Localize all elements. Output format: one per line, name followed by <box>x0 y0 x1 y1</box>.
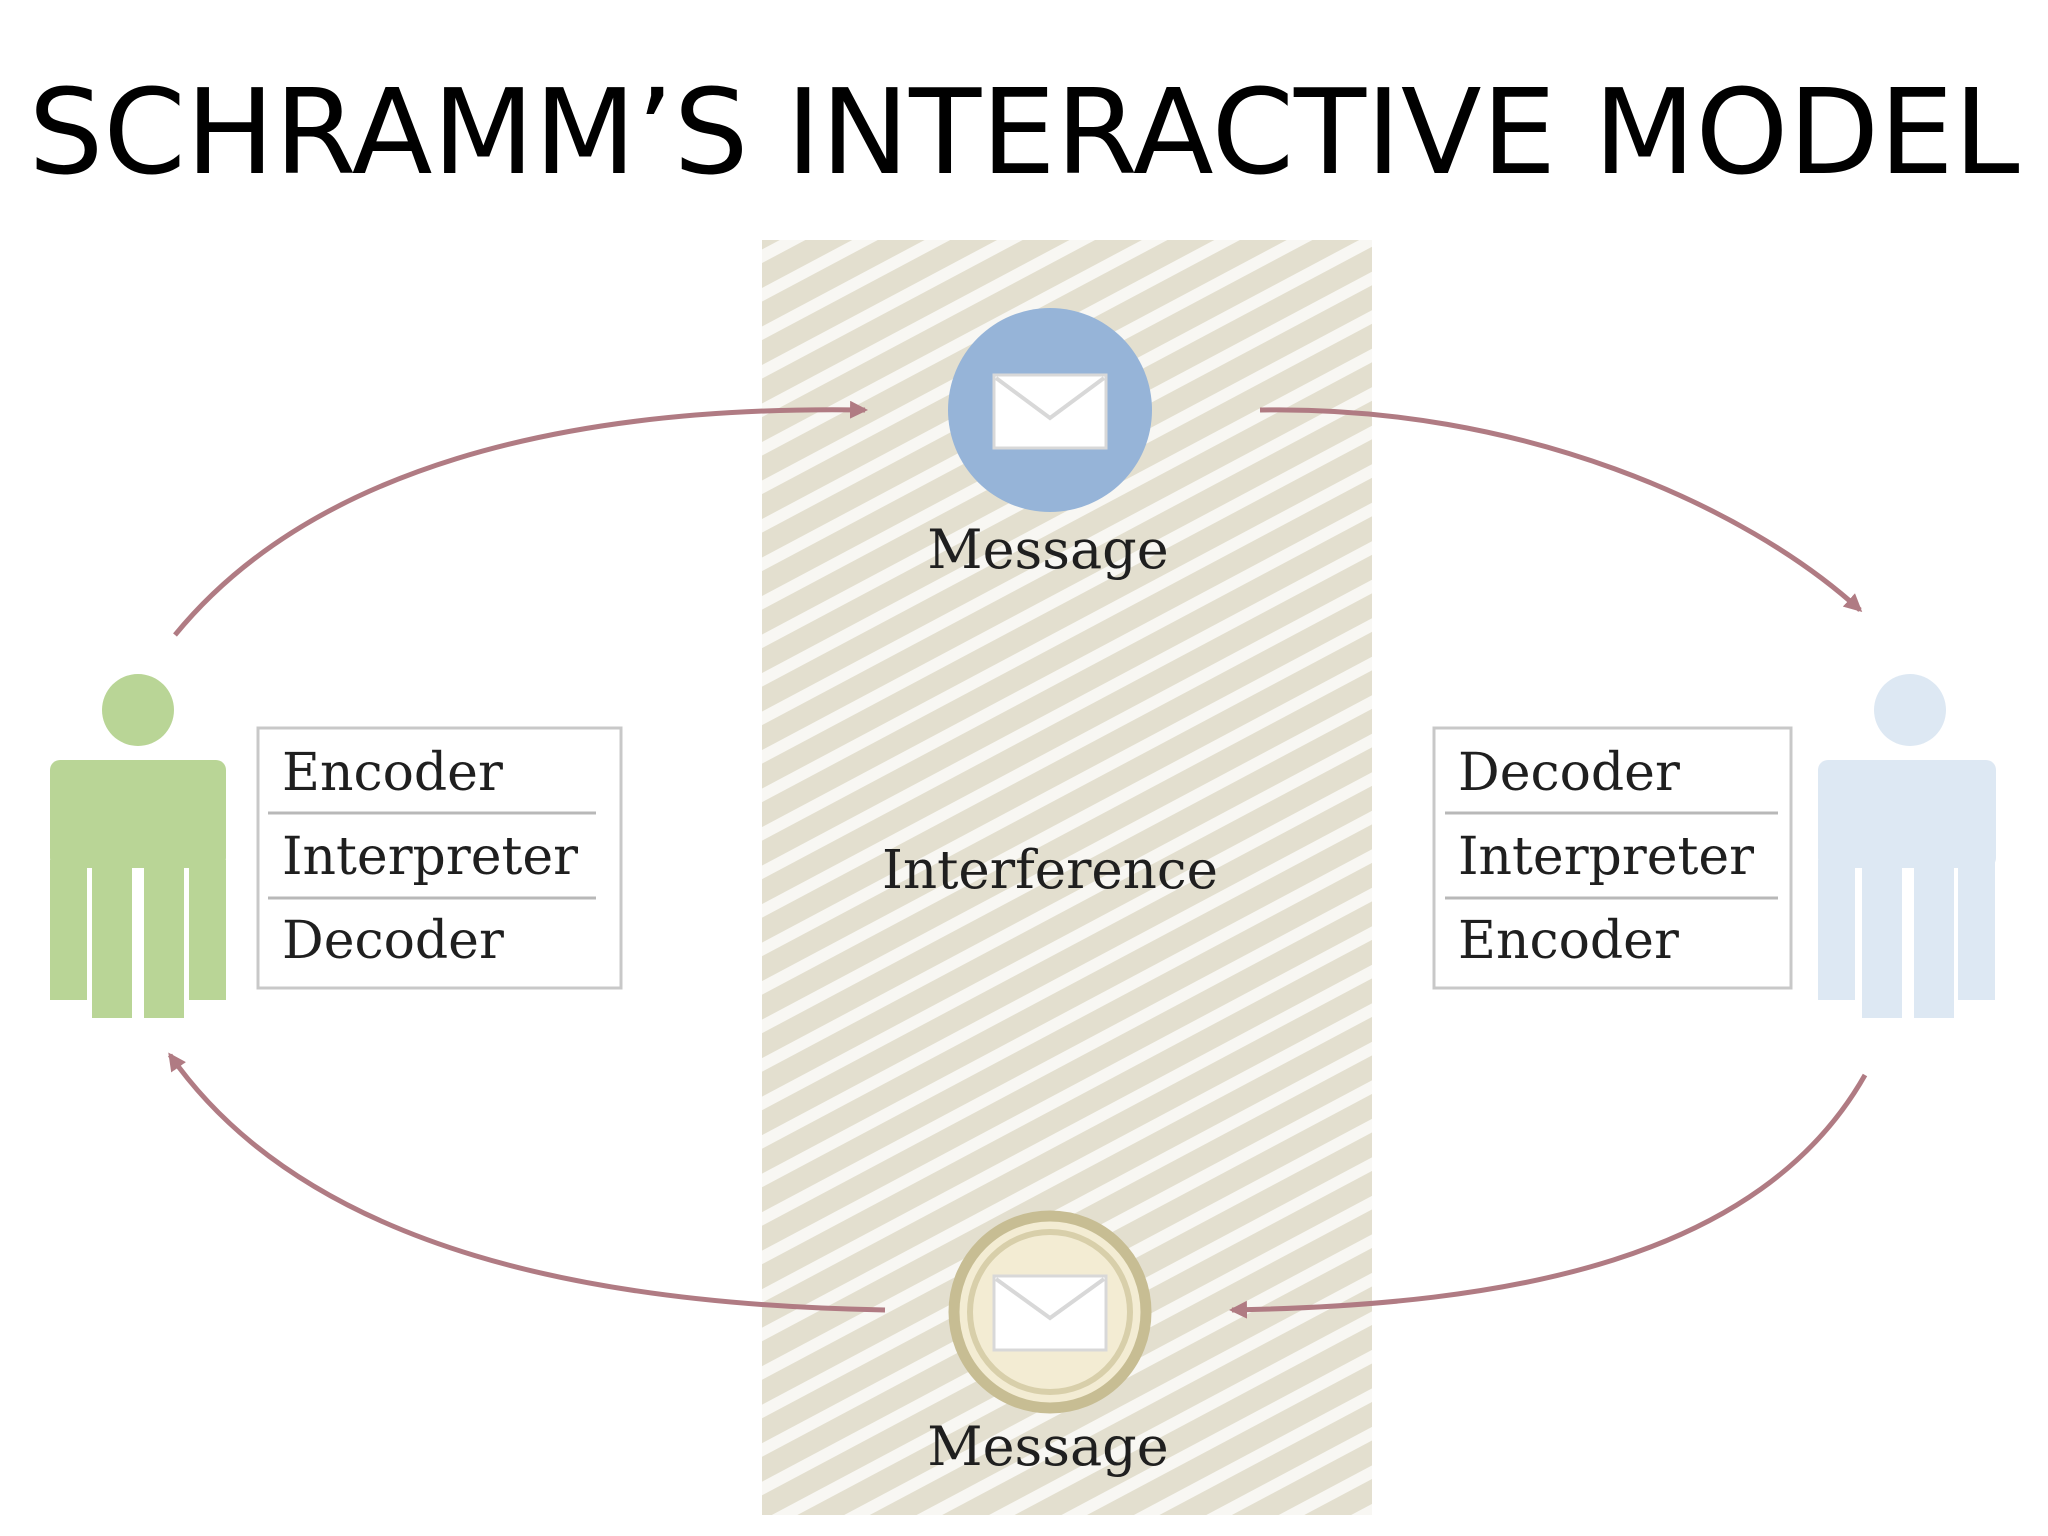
bottom-message-inner-ring <box>967 1229 1133 1395</box>
arrow-bottom-message-to-left <box>167 1052 886 1313</box>
envelope-icon <box>992 1274 1108 1352</box>
slide-title: SCHRAMM’S INTERACTIVE MODEL <box>28 63 2020 201</box>
right-person-icon <box>1818 674 1996 1018</box>
left-person-icon <box>50 674 226 1018</box>
arrow-right-to-bottom-message <box>1229 1073 1868 1319</box>
envelope-icon <box>992 373 1108 450</box>
arrow-left-to-top-message <box>173 400 868 637</box>
left-role-box: Encoder Interpreter Decoder <box>256 726 623 990</box>
right-role-encoder: Encoder <box>1458 911 1679 971</box>
right-role-interpreter: Interpreter <box>1458 827 1754 887</box>
arrow-top-message-to-right <box>1259 407 1863 613</box>
left-role-interpreter: Interpreter <box>282 827 578 887</box>
top-message-node: Message <box>927 308 1169 581</box>
interference-label: Interference <box>882 840 1218 901</box>
right-role-decoder: Decoder <box>1458 743 1680 803</box>
bottom-message-label: Message <box>927 1415 1168 1478</box>
right-role-box: Decoder Interpreter Encoder <box>1432 726 1793 990</box>
left-role-encoder: Encoder <box>282 743 503 803</box>
top-message-label: Message <box>927 518 1168 581</box>
left-role-decoder: Decoder <box>282 911 504 971</box>
bottom-message-node: Message <box>927 1210 1169 1478</box>
